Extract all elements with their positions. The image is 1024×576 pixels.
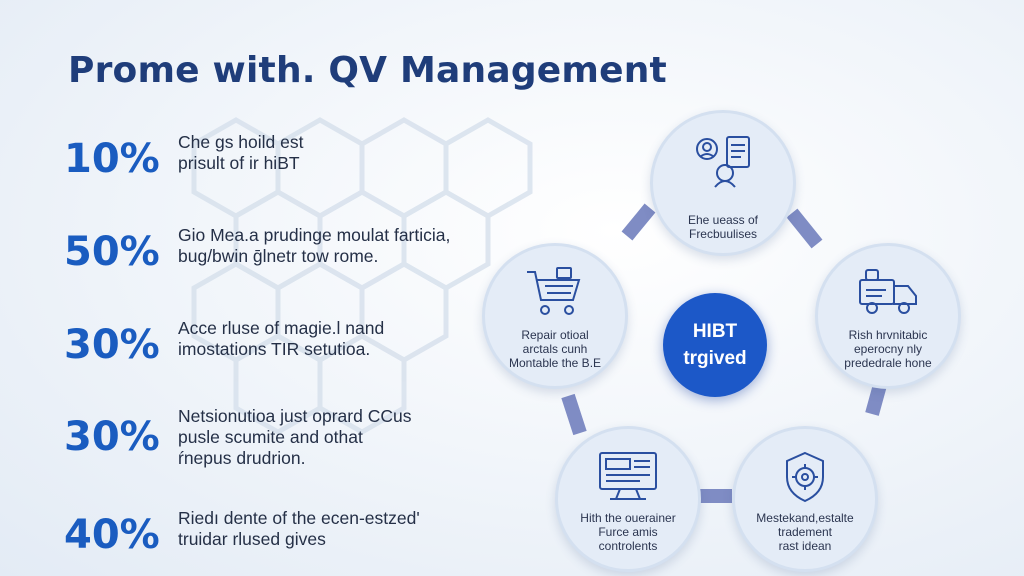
stat-item: 30% Netsionutioa just oprard CCus pusle … <box>64 406 504 468</box>
people-document-icon <box>696 136 750 188</box>
page-title: Prome with. QV Management <box>68 50 667 91</box>
cycle-node: Hith the ouerainer Furce amis controlent… <box>555 426 701 572</box>
cycle-connectors <box>561 203 890 503</box>
stat-description: Riedı dente of the ecen-estzed' truidar … <box>178 508 420 549</box>
connector-line <box>786 208 823 249</box>
truck-icon <box>859 269 917 314</box>
stat-percentage: 30% <box>64 414 160 460</box>
cycle-node: Ehe ueass of Frecbuulises <box>650 110 796 256</box>
node-label: Hith the ouerainer Furce amis controlent… <box>580 511 676 553</box>
stat-percentage: 50% <box>64 229 160 275</box>
stat-description: Gio Mea.a prudinge moulat farticia, bug/… <box>178 225 451 266</box>
stat-item: 10% Che ɡs hoild est prisult of ir hiBT <box>64 132 504 192</box>
stat-description: Acce rluse of magie.l nand imostations T… <box>178 318 385 359</box>
center-hub-subtitle: trgived <box>683 348 747 369</box>
connector-line <box>621 203 656 241</box>
shopping-cart-icon <box>527 267 581 315</box>
stat-item: 50% Gio Mea.a prudinge moulat farticia, … <box>64 225 504 285</box>
stat-description: Netsionutioa just oprard CCus pusle scum… <box>178 406 412 468</box>
cycle-diagram: HIBT trgived Ehe ueass of Frecbuulises <box>470 100 1024 576</box>
cycle-node: Repair otioal arctals cunh Montable the … <box>482 243 628 389</box>
stat-percentage: 10% <box>64 136 160 182</box>
stat-item: 40% Riedı dente of the ecen-estzed' trui… <box>64 508 504 568</box>
shield-gear-icon <box>786 451 824 503</box>
node-label: Repair otioal arctals cunh Montable the … <box>508 328 602 370</box>
node-label: Rish hrvnitabic eperocny nly prededrale … <box>844 328 932 370</box>
cycle-node: Mestekand,estalte tradement rast idean <box>732 426 878 572</box>
center-hub-title: HIBT <box>692 321 738 342</box>
monitor-dashboard-icon <box>599 452 657 500</box>
stat-percentage: 40% <box>64 512 160 558</box>
node-label: Mestekand,estalte tradement rast idean <box>756 511 854 553</box>
node-label: Ehe ueass of Frecbuulises <box>687 213 759 241</box>
center-hub: HIBT trgived <box>663 293 767 397</box>
stat-item: 30% Acce rluse of magie.l nand imostatio… <box>64 318 504 378</box>
connector-line <box>561 393 587 436</box>
cycle-node: Rish hrvnitabic eperocny nly prededrale … <box>815 243 961 389</box>
stat-description: Che ɡs hoild est prisult of ir hiBT <box>178 132 304 173</box>
stat-percentage: 30% <box>64 322 160 368</box>
